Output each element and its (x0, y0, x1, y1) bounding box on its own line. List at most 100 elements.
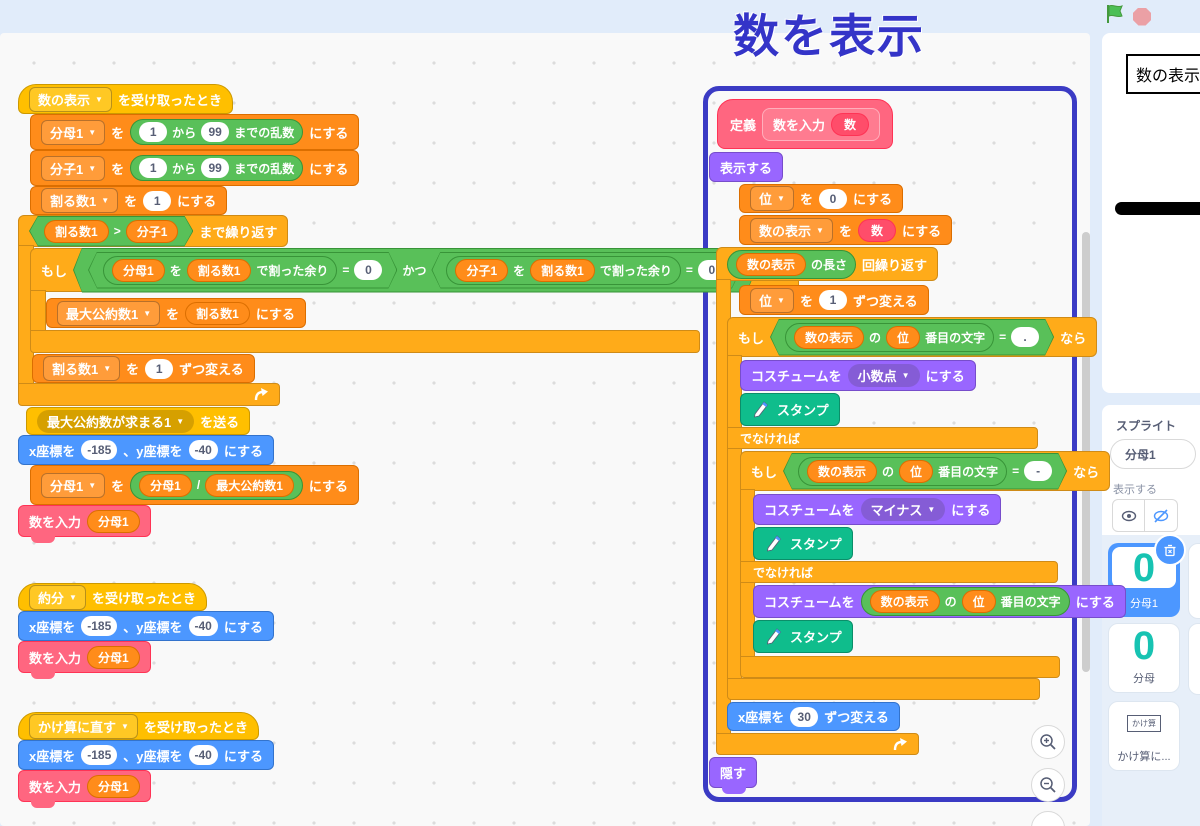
dropdown-oval[interactable]: 最大公約数が求まる1▼ (37, 409, 195, 433)
block-celse-else[interactable]: でなければ (727, 427, 1038, 449)
condition-hex[interactable]: 割る数1>分子1 (29, 216, 193, 247)
variable-oval[interactable]: 数の表示 (869, 590, 940, 613)
number-input[interactable]: 1 (143, 190, 172, 211)
green-flag-icon[interactable] (1105, 4, 1125, 29)
number-input[interactable]: - (1024, 461, 1052, 481)
block-chead[interactable]: もし数の表示の位番目の文字=.なら (727, 317, 1098, 357)
number-input[interactable]: -40 (188, 440, 218, 460)
sprite-name-input[interactable]: 分母1 (1110, 439, 1196, 469)
number-input[interactable]: -185 (81, 440, 118, 460)
block-arm[interactable] (716, 733, 919, 755)
dropdown-field[interactable]: 分母1▼ (41, 472, 106, 498)
block-stack[interactable]: コスチュームをマイナス▼にする (753, 494, 1002, 525)
dropdown-field[interactable]: 割る数1▼ (41, 188, 119, 213)
variable-oval[interactable]: 分子1 (455, 259, 508, 282)
zoom-out-button[interactable] (1031, 768, 1065, 802)
number-input[interactable]: -40 (188, 616, 218, 636)
block-stack[interactable]: スタンプ (753, 620, 853, 653)
block-defhat[interactable]: 定義数を入力数 (717, 99, 894, 149)
block-arm[interactable] (30, 330, 700, 353)
block-stack[interactable]: 数の表示▼を数にする (739, 215, 953, 245)
block-chead[interactable]: もし数の表示の位番目の文字=-なら (740, 451, 1111, 491)
block-stack[interactable]: 隠す (709, 757, 758, 794)
stop-icon[interactable] (1133, 7, 1151, 26)
block-hat[interactable]: 約分▼を受け取ったとき (18, 583, 207, 611)
dropdown-oval[interactable]: 小数点▼ (847, 364, 920, 387)
block-a1[interactable]: 数の表示▼を受け取ったとき (18, 84, 233, 114)
variable-oval[interactable]: 割る数1 (187, 259, 252, 282)
reporter[interactable]: 数の表示の位番目の文字 (860, 587, 1070, 616)
number-input[interactable]: 1 (818, 290, 847, 310)
dropdown-field[interactable]: 約分▼ (29, 584, 86, 610)
number-input[interactable]: -185 (81, 745, 118, 765)
number-input[interactable]: 1 (145, 358, 174, 379)
reporter[interactable]: 数の表示の位番目の文字 (785, 323, 994, 352)
dropdown-field[interactable]: 位▼ (750, 186, 794, 211)
variable-oval[interactable]: 分母1 (87, 509, 140, 533)
hide-sprite-button[interactable] (1145, 499, 1178, 532)
number-input[interactable]: 0 (354, 260, 382, 280)
block-celse-else[interactable]: でなければ (740, 561, 1058, 583)
block-spine[interactable] (30, 290, 46, 334)
dropdown-field[interactable]: 最大公約数1▼ (57, 300, 161, 326)
variable-oval[interactable]: 割る数1 (44, 220, 109, 243)
block-stack[interactable]: スタンプ (740, 393, 840, 426)
variable-oval[interactable]: 位 (899, 460, 933, 483)
sprite-tile-かけ算に...[interactable]: かけ算かけ算に... (1108, 701, 1180, 771)
dropdown-field[interactable]: 数の表示▼ (29, 86, 112, 112)
variable-oval[interactable]: 数の表示 (807, 460, 877, 483)
variable-oval[interactable]: 分母1 (112, 259, 165, 282)
number-input[interactable]: 30 (790, 706, 819, 727)
variable-oval[interactable]: 分母1 (139, 473, 192, 497)
number-input[interactable]: 1 (139, 158, 168, 178)
variable-oval[interactable]: 分母1 (87, 774, 140, 798)
dropdown-field[interactable]: 分子1▼ (41, 155, 106, 181)
number-input[interactable]: -185 (81, 616, 118, 636)
block-stack[interactable]: 数を入力分母1 (18, 770, 151, 808)
dropdown-field[interactable]: 割る数1▼ (43, 356, 121, 381)
condition-hex[interactable]: 数の表示の位番目の文字=- (783, 453, 1067, 490)
block-hat[interactable]: かけ算に直す▼を受け取ったとき (18, 712, 259, 740)
delete-sprite-button[interactable] (1154, 534, 1186, 566)
reporter[interactable]: 数の表示の長さ (727, 249, 857, 279)
show-sprite-button[interactable] (1112, 499, 1145, 532)
zoom-in-button[interactable] (1031, 725, 1065, 759)
block-stack[interactable]: コスチュームを小数点▼にする (740, 360, 976, 391)
dropdown-field[interactable]: かけ算に直す▼ (29, 713, 138, 739)
dropdown-field[interactable]: 位▼ (750, 287, 794, 313)
sprite-tile-partial[interactable] (1188, 623, 1200, 695)
number-input[interactable]: -40 (188, 745, 218, 765)
block-a14[interactable]: 数を入力分母1 (18, 505, 151, 543)
variable-oval[interactable]: 分母1 (87, 645, 140, 669)
block-arm[interactable] (18, 383, 280, 406)
argument-oval[interactable]: 数 (857, 218, 896, 242)
sprite-tile-partial[interactable] (1188, 543, 1200, 619)
variable-oval[interactable]: 数の表示 (736, 252, 807, 276)
block-stack[interactable]: 数を入力分母1 (18, 641, 151, 679)
variable-oval[interactable]: 位 (961, 590, 996, 613)
block-chead[interactable]: 数の表示の長さ回繰り返す (716, 247, 939, 281)
variable-oval[interactable]: 分子1 (126, 220, 179, 243)
number-input[interactable]: 99 (201, 122, 230, 142)
reporter[interactable]: 分母1/最大公約数1 (130, 470, 303, 500)
number-input[interactable]: . (1011, 327, 1039, 347)
dropdown-oval[interactable]: マイナス▼ (860, 498, 946, 521)
dropdown-field[interactable]: 分母1▼ (41, 119, 106, 145)
block-stack[interactable]: 表示する (709, 152, 784, 182)
custom-block-prototype[interactable]: 数を入力数 (762, 107, 881, 141)
variable-oval[interactable]: 割る数1 (530, 259, 595, 282)
